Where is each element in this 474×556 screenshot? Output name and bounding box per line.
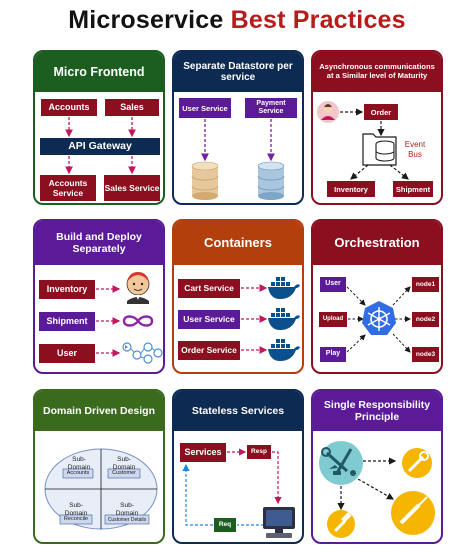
shipment-box: Shipment bbox=[393, 181, 433, 197]
user-box: User bbox=[39, 344, 95, 363]
event-bus-label: Event Bus bbox=[404, 140, 426, 159]
card-title: Orchestration bbox=[313, 221, 441, 265]
async-drawing bbox=[317, 101, 409, 180]
upload-box: Upload bbox=[319, 312, 347, 327]
card-build-deploy: Build and Deploy Separately Inventory Sh… bbox=[33, 219, 165, 374]
services-box: Services bbox=[180, 443, 226, 462]
card-separate-datastore: Separate Datastore per service User Serv… bbox=[172, 50, 304, 205]
build-deploy-drawing bbox=[96, 272, 163, 364]
card-domain-driven-design: Domain Driven Design Sub-Domain Accounts… bbox=[33, 389, 165, 544]
card-orchestration: Orchestration User Upload Play node1 nod… bbox=[311, 219, 443, 374]
card-title: Single Responsibility Principle bbox=[313, 391, 441, 431]
ddd-drawing bbox=[44, 448, 158, 530]
sales-box: Sales bbox=[105, 99, 159, 116]
card-single-responsibility: Single Responsibility Principle bbox=[311, 389, 443, 544]
page-title: Microservice Best Practices bbox=[0, 6, 474, 35]
card-micro-frontend: Micro Frontend Accounts Sales API Gatewa… bbox=[33, 50, 165, 205]
req-box: Req bbox=[214, 518, 236, 532]
inventory-box: Inventory bbox=[327, 181, 375, 197]
card-title: Separate Datastore per service bbox=[174, 52, 302, 92]
node3-box: node3 bbox=[412, 347, 439, 362]
customer-subdomain: Customer bbox=[112, 470, 136, 477]
datastore-drawing bbox=[191, 119, 285, 200]
srp-drawing bbox=[319, 441, 435, 538]
title-part-1: Microservice bbox=[68, 6, 224, 34]
kubernetes-icon bbox=[362, 301, 396, 335]
pipeline-flow-icon bbox=[122, 342, 163, 364]
computer-monitor-icon bbox=[263, 507, 295, 538]
accounts-box: Accounts bbox=[41, 99, 97, 116]
containers-drawing bbox=[241, 277, 300, 361]
inventory-box: Inventory bbox=[39, 280, 95, 299]
card-title: Containers bbox=[174, 221, 302, 265]
shipment-box: Shipment bbox=[39, 312, 95, 331]
card-async-communications: Asynchronous communications at a Similar… bbox=[311, 50, 443, 205]
payment-service-box: Payment Service bbox=[245, 98, 297, 118]
docker-whale-icon bbox=[268, 308, 300, 330]
stateless-drawing bbox=[182, 448, 295, 538]
node2-box: node2 bbox=[412, 312, 439, 327]
orchestration-drawing bbox=[346, 286, 411, 353]
card-title: Micro Frontend bbox=[35, 52, 163, 92]
accounts-service-box: Accounts Service bbox=[40, 175, 96, 201]
toolset-icon bbox=[319, 441, 363, 485]
subdomain-label: Sub-Domain bbox=[67, 455, 91, 471]
card-title: Domain Driven Design bbox=[35, 391, 163, 431]
docker-whale-icon bbox=[268, 277, 300, 299]
user-service-box: User Service bbox=[178, 310, 240, 329]
resp-box: Resp bbox=[247, 445, 271, 459]
reconcile-subdomain: Reconcile bbox=[63, 516, 89, 523]
customer-details-subdomain: Customer Details bbox=[107, 516, 147, 523]
card-containers: Containers Cart Service User Service Ord… bbox=[172, 219, 304, 374]
user-service-box: User Service bbox=[179, 98, 231, 118]
title-part-2: Best Practices bbox=[230, 6, 406, 34]
accounts-subdomain: Accounts bbox=[66, 470, 90, 477]
play-box: Play bbox=[320, 347, 346, 362]
docker-whale-icon bbox=[268, 339, 300, 361]
order-service-box: Order Service bbox=[178, 341, 240, 360]
jenkins-icon bbox=[126, 272, 150, 304]
user-box: User bbox=[320, 277, 346, 292]
card-stateless-services: Stateless Services Services Resp Req bbox=[172, 389, 304, 544]
sales-service-box: Sales Service bbox=[104, 175, 160, 201]
infinity-pipeline-icon bbox=[122, 315, 154, 327]
wrench-icon bbox=[402, 448, 432, 478]
database-icon bbox=[257, 161, 285, 200]
subdomain-label: Sub-Domain bbox=[64, 501, 88, 517]
cart-service-box: Cart Service bbox=[178, 279, 240, 298]
event-bus-icon bbox=[362, 133, 397, 166]
card-title: Build and Deploy Separately bbox=[35, 221, 163, 265]
card-title: Stateless Services bbox=[174, 391, 302, 431]
hammer-icon bbox=[327, 510, 355, 538]
subdomain-label: Sub-Domain bbox=[112, 455, 136, 471]
card-title: Asynchronous communications at a Similar… bbox=[313, 52, 441, 92]
node1-box: node1 bbox=[412, 277, 439, 292]
micro-frontend-arrows bbox=[65, 117, 136, 175]
screwdriver-icon bbox=[391, 491, 435, 535]
api-gateway-box: API Gateway bbox=[40, 138, 160, 155]
database-icon bbox=[191, 161, 219, 200]
subdomain-label: Sub-Domain bbox=[115, 501, 139, 517]
order-box: Order bbox=[364, 104, 398, 120]
user-avatar-icon bbox=[317, 101, 339, 123]
